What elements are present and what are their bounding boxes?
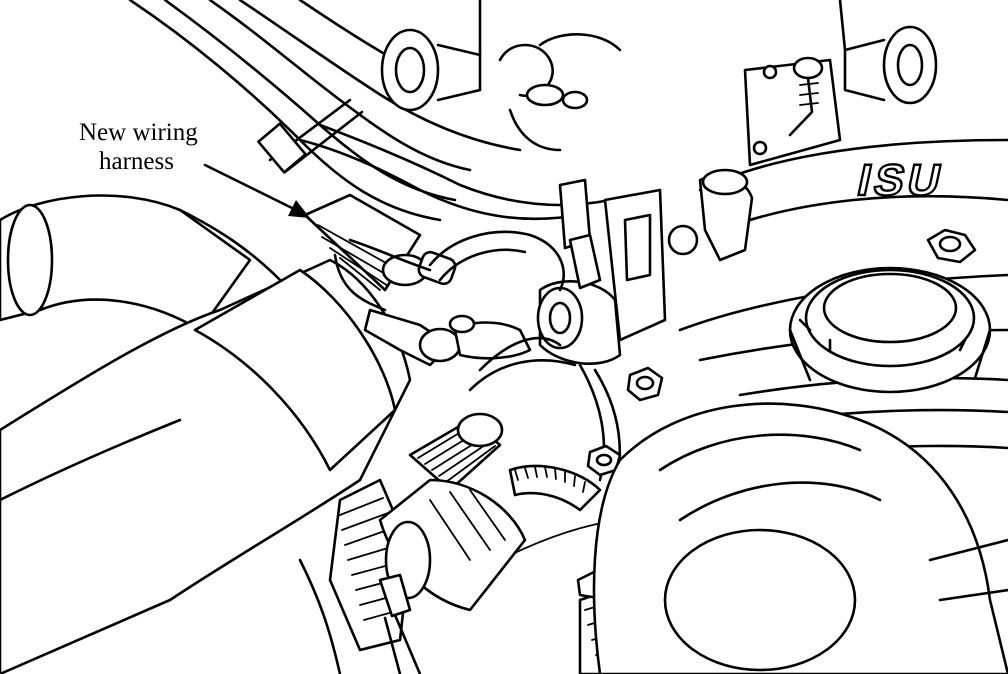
callout-leader [203,163,310,218]
mounting-bracket [743,56,842,167]
brand-lettering: ISU [853,156,949,204]
callout-label-line2: harness [99,148,174,175]
upper-hoses [128,0,612,222]
hex-bolt-top [926,228,977,264]
wiring-harness-connector [303,193,457,312]
right-hose-elbow [698,168,754,262]
lower-cable-connectors [298,558,422,674]
callout-label-line1: New wiring [79,119,198,146]
sensor-plug [363,308,532,367]
left-coolant-hose [0,194,282,332]
top-fittings [380,0,938,152]
harness-sleeve [378,478,527,612]
air-duct [592,402,1008,674]
throttle-sensor [536,178,699,366]
oil-filler-cap [788,266,992,394]
